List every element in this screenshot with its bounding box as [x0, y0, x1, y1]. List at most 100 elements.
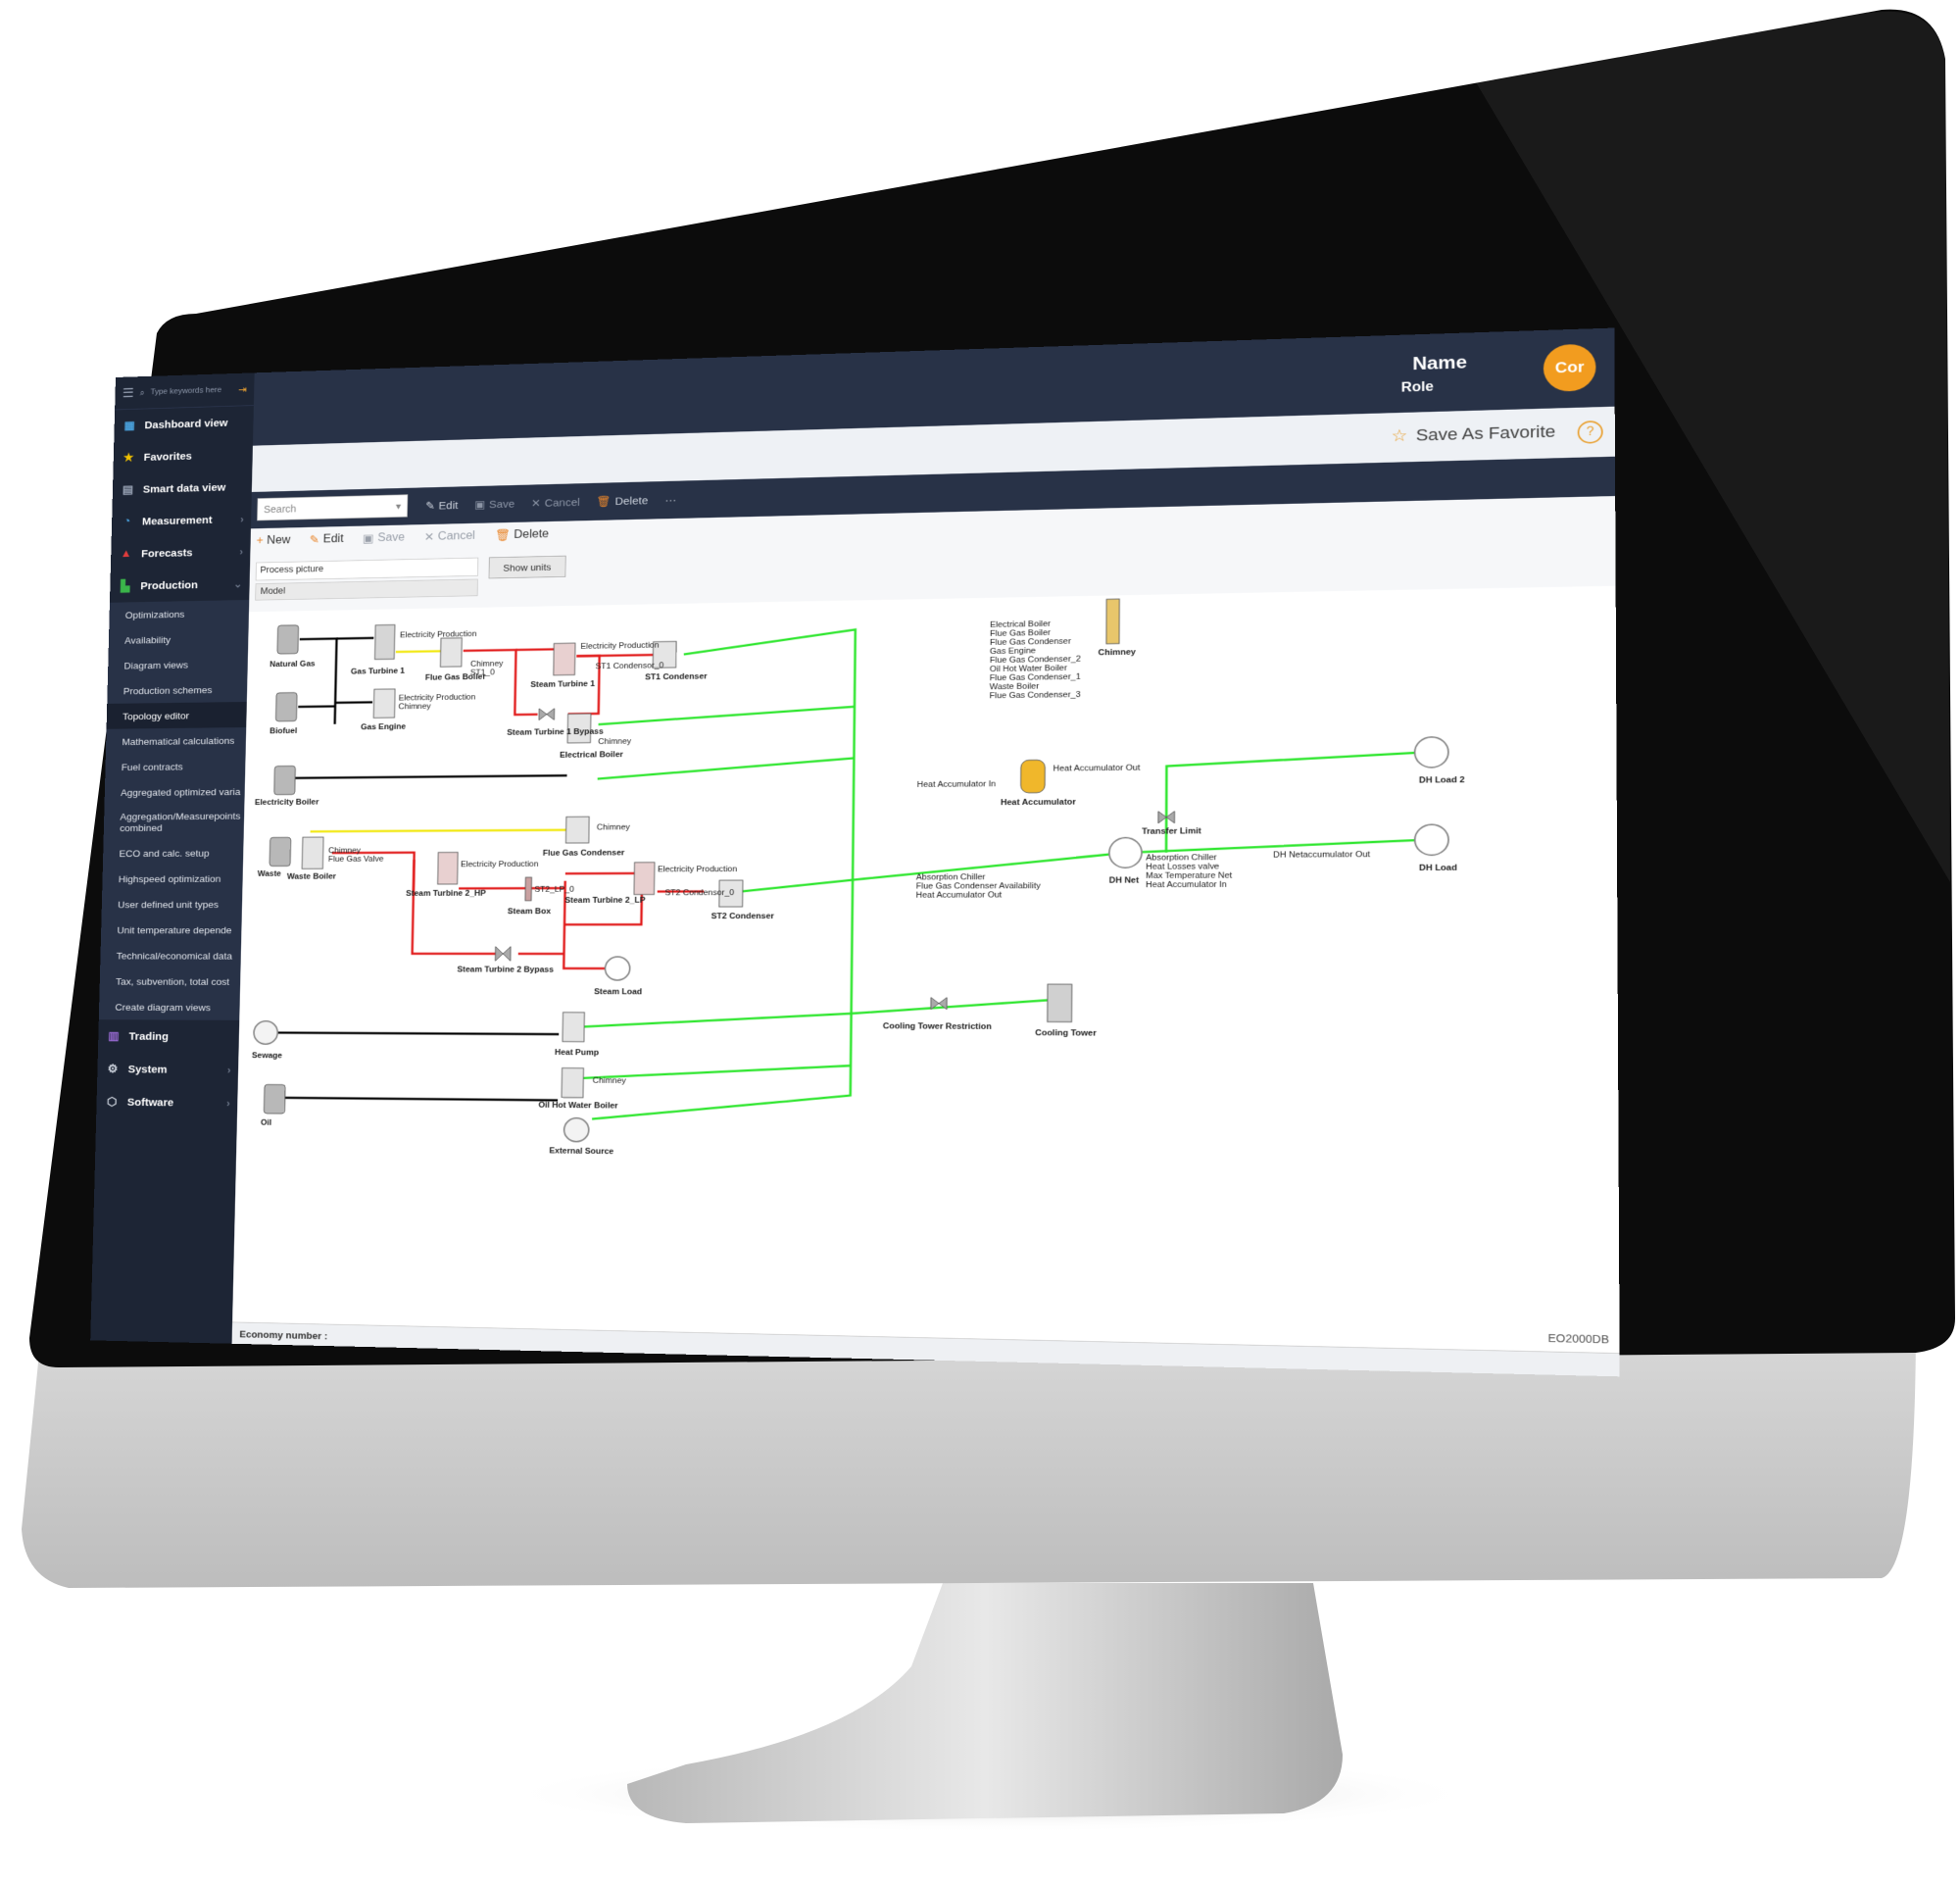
fuel-line — [335, 702, 372, 703]
gas-turbine-icon[interactable] — [374, 624, 394, 659]
heat-accumulator-icon[interactable] — [1021, 760, 1046, 793]
edit-button[interactable]: ✎Edit — [310, 532, 344, 547]
node-label: Chimney — [1099, 647, 1137, 657]
sidebar-search-placeholder: Type keywords here — [150, 385, 222, 397]
sidebar-sub-availability[interactable]: Availability — [108, 624, 249, 654]
flue-gas-condenser-icon[interactable] — [565, 817, 589, 843]
disk-icon: ▣ — [474, 498, 486, 512]
sidebar-sub-eco-calc-setup[interactable]: ECO and calc. setup — [102, 839, 244, 867]
fuel-line — [298, 639, 337, 725]
sidebar-item-production[interactable]: ▙Production⌄ — [110, 568, 250, 603]
heat-pump-icon[interactable] — [563, 1013, 584, 1042]
natural-gas-icon[interactable] — [277, 625, 299, 654]
more-button[interactable]: ··· — [664, 493, 677, 507]
biofuel-icon[interactable] — [275, 693, 297, 721]
sidebar-item-trading[interactable]: ▥Trading — [98, 1019, 239, 1053]
delete-top-label: Delete — [614, 494, 649, 508]
user-avatar[interactable]: Cor — [1543, 343, 1596, 392]
save-label: Save — [377, 531, 406, 545]
external-source-icon[interactable] — [564, 1118, 589, 1142]
app-screen: Name Role Cor ☆ Save As Favorite ? Searc… — [90, 327, 1620, 1377]
sidebar-sub-topology-editor[interactable]: Topology editor — [106, 701, 247, 729]
sidebar-item-forecasts[interactable]: ▲Forecasts› — [111, 535, 251, 570]
sidebar-sub-aggregated-optimized[interactable]: Aggregated optimized varia — [104, 778, 246, 806]
trash-icon: 🗑 — [494, 529, 511, 543]
edit-top-button[interactable]: ✎Edit — [425, 499, 458, 513]
hamburger-icon[interactable]: ☰ — [122, 385, 134, 400]
model-field[interactable]: Model — [255, 578, 478, 601]
edge-label: Electricity Production — [399, 692, 476, 702]
search-input[interactable]: Search ▾ — [257, 494, 409, 521]
oil-boiler-icon[interactable] — [562, 1068, 583, 1098]
sewage-icon[interactable] — [254, 1021, 278, 1045]
dh-load-icon[interactable] — [1415, 824, 1448, 855]
flue-gas-boiler-icon[interactable] — [440, 638, 462, 668]
dh-net-left: Absorption Chiller — [916, 872, 986, 882]
oil-icon[interactable] — [264, 1084, 285, 1114]
gas-engine-icon[interactable] — [373, 689, 395, 718]
new-button[interactable]: +New — [256, 534, 291, 548]
save-as-favorite-label: Save As Favorite — [1415, 421, 1556, 445]
steam-turbine-hp-icon[interactable] — [438, 852, 459, 884]
topology-canvas[interactable]: Natural Gas Gas Turbine 1 Electricity Pr… — [232, 585, 1620, 1354]
delete-top-button[interactable]: 🗑Delete — [597, 494, 649, 508]
save-button[interactable]: ▣Save — [363, 530, 405, 545]
dh-net-icon[interactable] — [1109, 838, 1142, 868]
topology-diagram[interactable]: Natural Gas Gas Turbine 1 Electricity Pr… — [232, 586, 1620, 1354]
valve-icon[interactable] — [495, 947, 511, 962]
sidebar-item-smart-data[interactable]: ▤Smart data view — [113, 471, 253, 507]
show-units-button[interactable]: Show units — [488, 555, 566, 579]
chimney-list-item: Electrical Boiler — [990, 619, 1051, 629]
cancel-top-button[interactable]: ✕Cancel — [531, 496, 580, 510]
delete-button[interactable]: 🗑Delete — [495, 527, 549, 543]
sidebar-item-dashboard[interactable]: ▦Dashboard view — [114, 406, 254, 442]
steam-turbine-icon[interactable] — [554, 643, 575, 675]
dh-load-2-icon[interactable] — [1415, 737, 1448, 768]
edit-label: Edit — [322, 532, 344, 546]
cancel-button[interactable]: ✕Cancel — [424, 529, 475, 545]
sidebar-sub-optimizations[interactable]: Optimizations — [109, 599, 250, 628]
sidebar-sub-production-schemes[interactable]: Production schemes — [107, 675, 248, 704]
save-top-button[interactable]: ▣Save — [474, 497, 515, 512]
sidebar-search[interactable]: ☰ ⌕ Type keywords here ⇥ — [115, 372, 255, 411]
cooling-tower-icon[interactable] — [1048, 984, 1072, 1021]
sidebar-item-software[interactable]: ⬡Software› — [96, 1085, 238, 1119]
help-icon[interactable]: ? — [1577, 420, 1603, 444]
valve-icon[interactable] — [539, 709, 555, 720]
pin-icon[interactable]: ⇥ — [238, 382, 248, 395]
district-heat-line — [1166, 753, 1423, 853]
node-label: Flue Gas Boiler — [425, 672, 486, 682]
sidebar-sub-unit-temperature[interactable]: Unit temperature depende — [100, 917, 242, 943]
unit-icons — [252, 593, 1449, 1152]
node-label: Cooling Tower — [1035, 1028, 1097, 1038]
close-icon: ✕ — [423, 531, 435, 544]
sidebar-sub-aggregation-measurepoints[interactable]: Aggregation/Measurepoints combined — [103, 804, 245, 841]
sidebar-sub-tax-subvention[interactable]: Tax, subvention, total cost — [99, 967, 241, 995]
trading-icon: ▥ — [108, 1030, 120, 1043]
sidebar-sub-fuel-contracts[interactable]: Fuel contracts — [105, 753, 246, 780]
steam-load-icon[interactable] — [605, 957, 630, 980]
steam-turbine-lp-icon[interactable] — [634, 863, 655, 895]
chimney-icon[interactable] — [1106, 599, 1119, 644]
node-label: DH Net — [1109, 875, 1140, 885]
node-label: DH Load 2 — [1419, 775, 1465, 785]
dh-net-right: Heat Accumulator In — [1146, 879, 1227, 889]
sidebar-sub-mathematical-calculations[interactable]: Mathematical calculations — [105, 727, 247, 755]
node-label: Electrical Boiler — [560, 750, 623, 760]
save-top-label: Save — [488, 497, 515, 511]
waste-icon[interactable] — [270, 837, 291, 866]
sidebar-item-measurement[interactable]: ◔Measurement› — [112, 503, 252, 538]
waste-boiler-icon[interactable] — [302, 837, 323, 868]
edge-label: Heat Accumulator In — [917, 779, 997, 789]
electricity-boiler-icon[interactable] — [274, 766, 296, 794]
sidebar-sub-diagram-views[interactable]: Diagram views — [107, 650, 249, 679]
sidebar-sub-technical-economical[interactable]: Technical/economical data — [100, 942, 242, 969]
sidebar-sub-highspeed-optimization[interactable]: Highspeed optimization — [102, 865, 243, 892]
sidebar-sub-user-defined-unit-types[interactable]: User defined unit types — [101, 891, 243, 917]
node-label: Gas Turbine 1 — [351, 667, 406, 676]
save-as-favorite-button[interactable]: ☆ Save As Favorite — [1392, 421, 1556, 446]
sidebar-item-favorites[interactable]: ★Favorites — [113, 438, 253, 474]
sidebar-item-system[interactable]: ⚙System› — [97, 1053, 238, 1087]
sidebar-sub-create-diagram-views[interactable]: Create diagram views — [98, 993, 240, 1020]
steam-box-icon[interactable] — [525, 877, 532, 901]
